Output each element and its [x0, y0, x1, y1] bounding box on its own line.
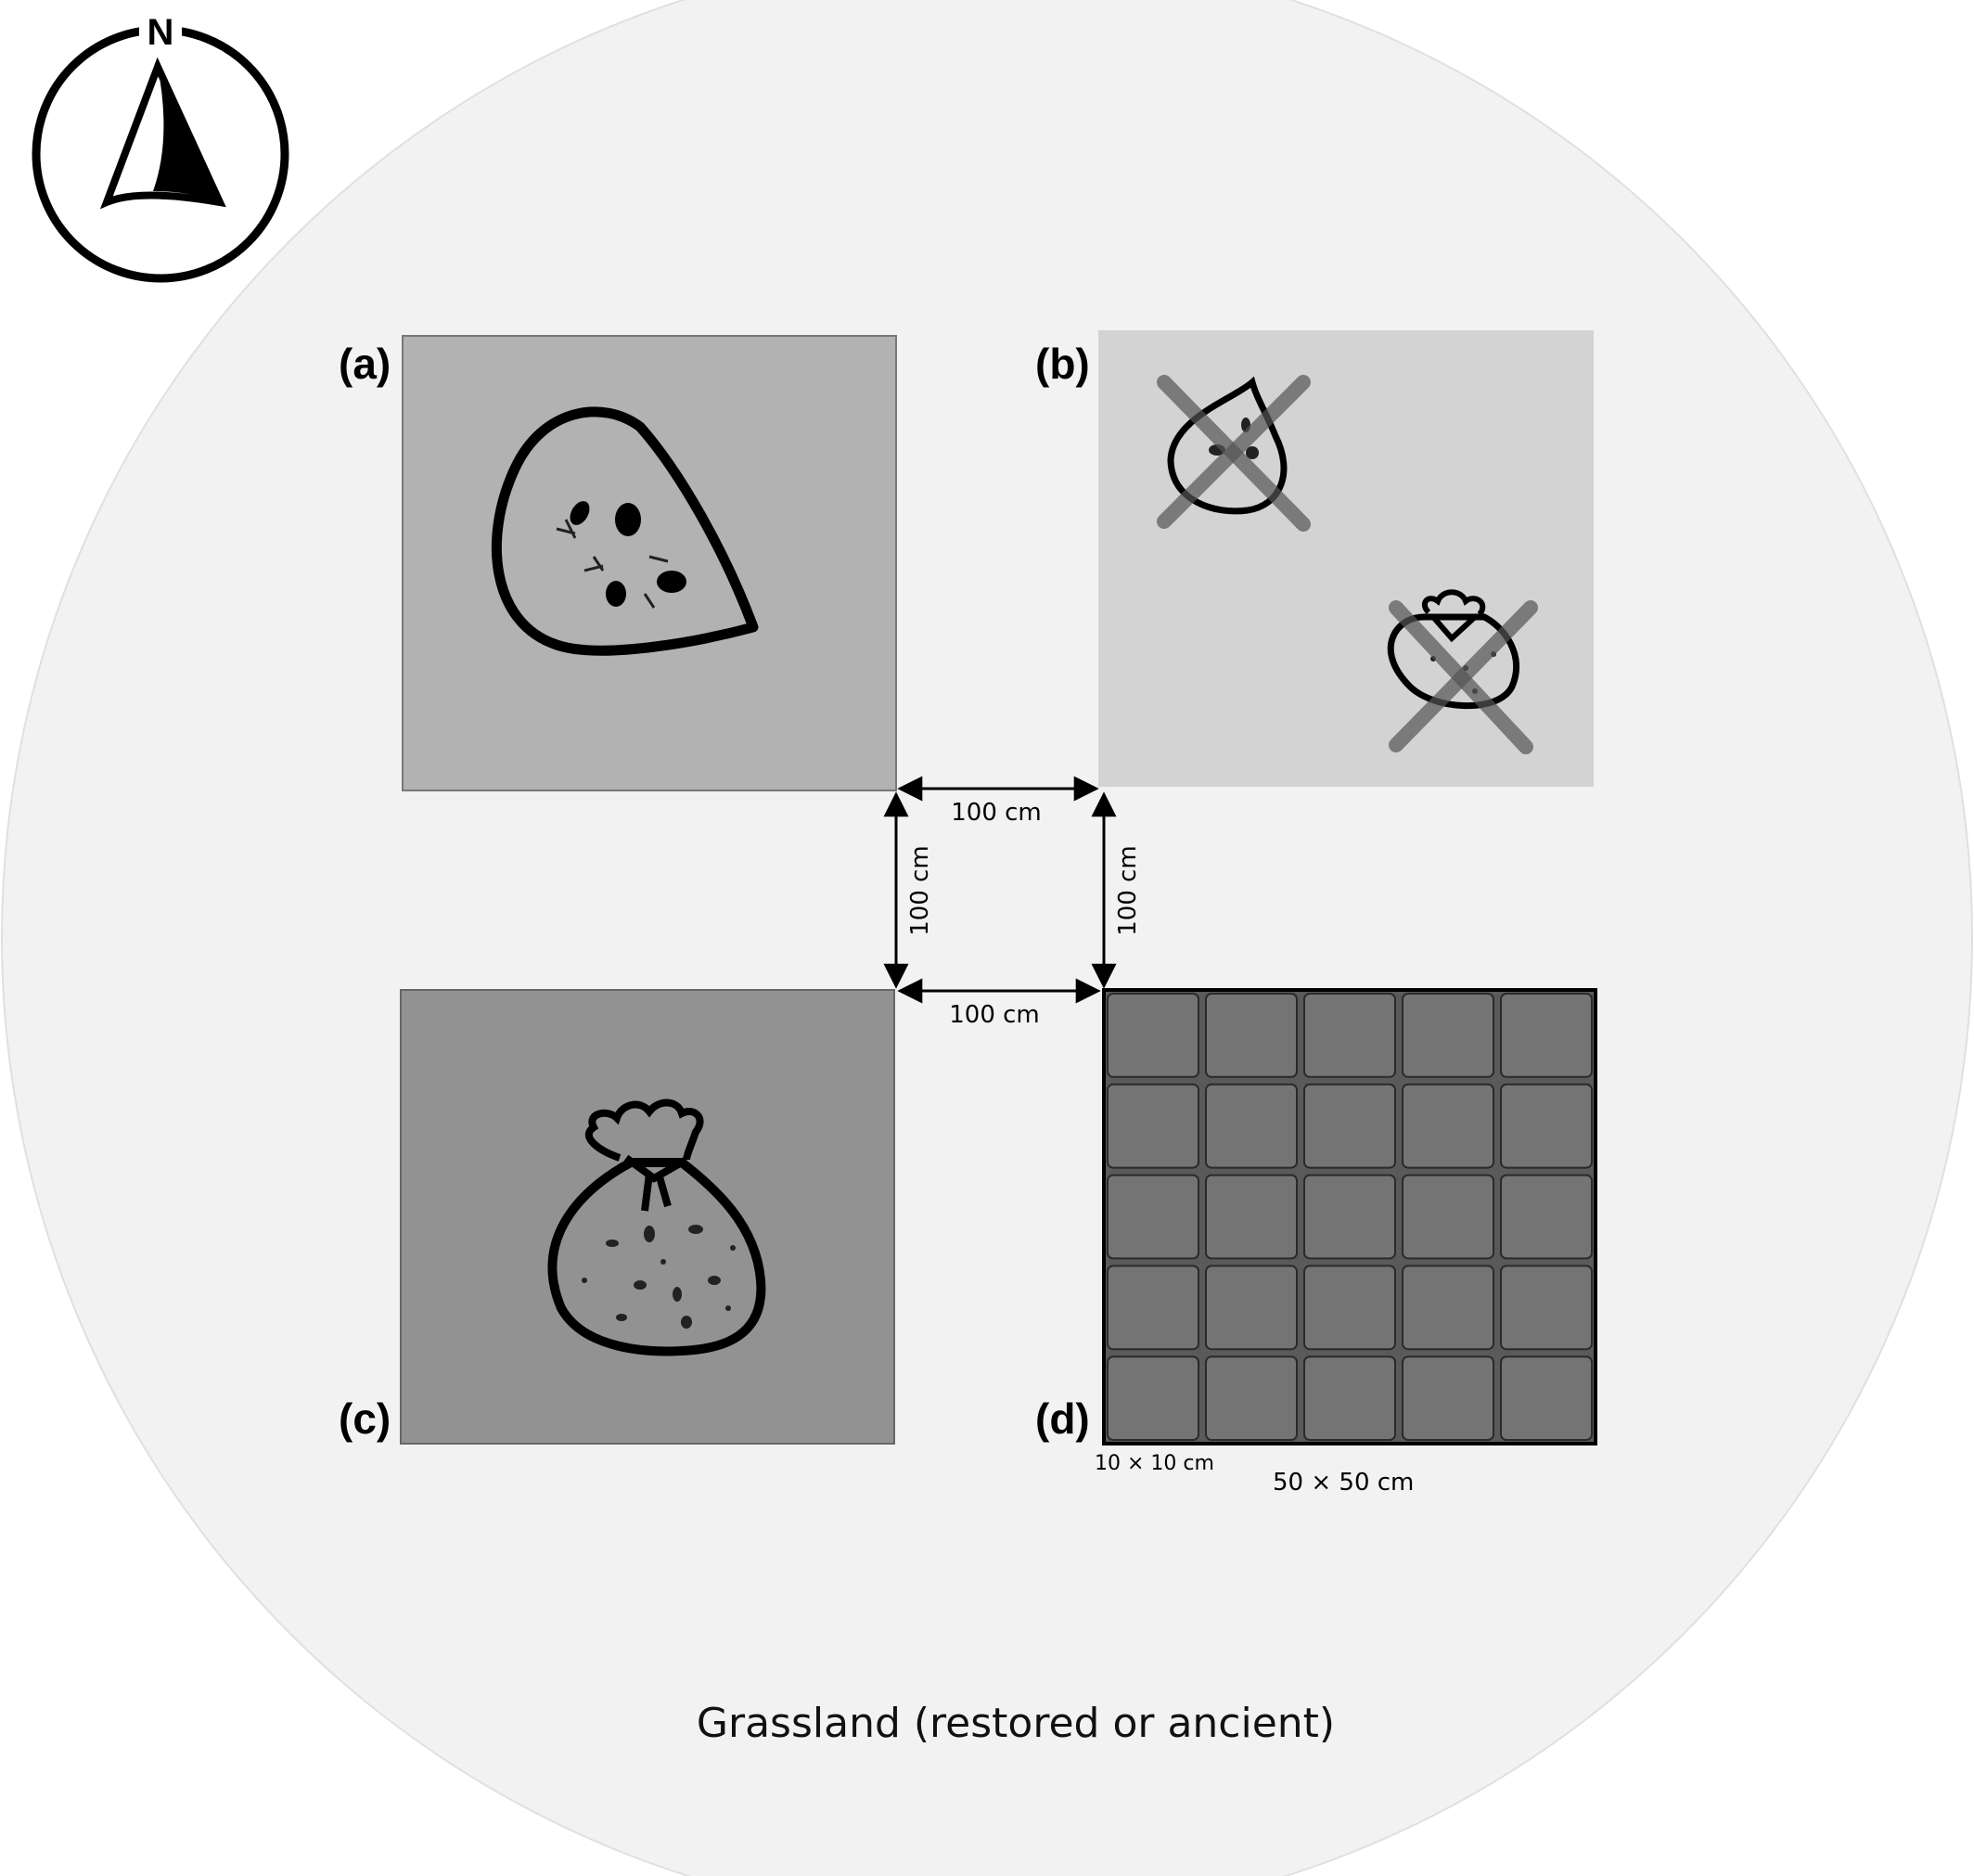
panel-c-label: (c): [339, 1394, 391, 1443]
panel-a-plot: [402, 335, 897, 791]
grid-cell: [1402, 993, 1494, 1078]
panel-b-label: (b): [1035, 340, 1090, 388]
grid-cell: [1402, 1265, 1494, 1351]
grid-cell: [1205, 1174, 1298, 1260]
grid-cell: [1402, 1356, 1494, 1441]
grid-icon: [1107, 993, 1593, 1441]
bottom-horizontal-label: 100 cm: [949, 1001, 1040, 1029]
panel-d: (d): [1035, 988, 1597, 1446]
grid-cell: [1107, 1083, 1199, 1169]
panel-a-label: (a): [339, 340, 391, 388]
grid-cell: [1303, 1083, 1396, 1169]
plot-size-label: 50 × 50 cm: [1273, 1469, 1414, 1497]
left-vertical-label: 100 cm: [906, 845, 934, 936]
north-arrow-icon: [99, 57, 226, 210]
grid-cell: [1500, 1265, 1593, 1351]
grid-cell: [1205, 1356, 1298, 1441]
grid-cell: [1303, 1356, 1396, 1441]
grid-cell: [1303, 993, 1396, 1078]
grid-cell: [1303, 1265, 1396, 1351]
grid-cell: [1107, 993, 1199, 1078]
cross-line: [1157, 375, 1311, 529]
grid-cell: [1107, 1356, 1199, 1441]
north-letter: N: [147, 12, 174, 53]
grid-cell: [1402, 1174, 1494, 1260]
panel-d-label: (d): [1035, 1394, 1090, 1443]
panel-a: (a): [339, 335, 897, 791]
dimension-arrows: 100 cm 100 cm 100 cm 100 cm: [883, 776, 1142, 1029]
compass: N: [32, 9, 289, 283]
caption: Grassland (restored or ancient): [697, 1700, 1335, 1747]
right-vertical-label: 100 cm: [1114, 845, 1142, 936]
grid-cell: [1205, 993, 1298, 1078]
grid-cell: [1500, 1356, 1593, 1441]
top-horizontal-label: 100 cm: [951, 799, 1042, 827]
seed-bag-icon: [547, 1099, 766, 1356]
grid-cell: [1500, 993, 1593, 1078]
excluded-seed-drop-icon: [1157, 375, 1311, 532]
panel-c: (c): [339, 989, 895, 1445]
grid-cell: [1402, 1083, 1494, 1169]
excluded-seed-bag-icon: [1387, 589, 1538, 754]
cross-line: [1389, 600, 1538, 752]
grid-cell: [1107, 1174, 1199, 1260]
panel-c-plot: [400, 989, 895, 1445]
seed-drop-icon: [491, 406, 759, 656]
grid-cell: [1205, 1083, 1298, 1169]
grid-cell: [1107, 1265, 1199, 1351]
grid-cell: [1303, 1174, 1396, 1260]
grid-cell: [1500, 1083, 1593, 1169]
grid-cell: [1500, 1174, 1593, 1260]
panel-b: (b): [1035, 330, 1594, 787]
cell-size-label: 10 × 10 cm: [1095, 1452, 1214, 1475]
grid-cell: [1205, 1265, 1298, 1351]
